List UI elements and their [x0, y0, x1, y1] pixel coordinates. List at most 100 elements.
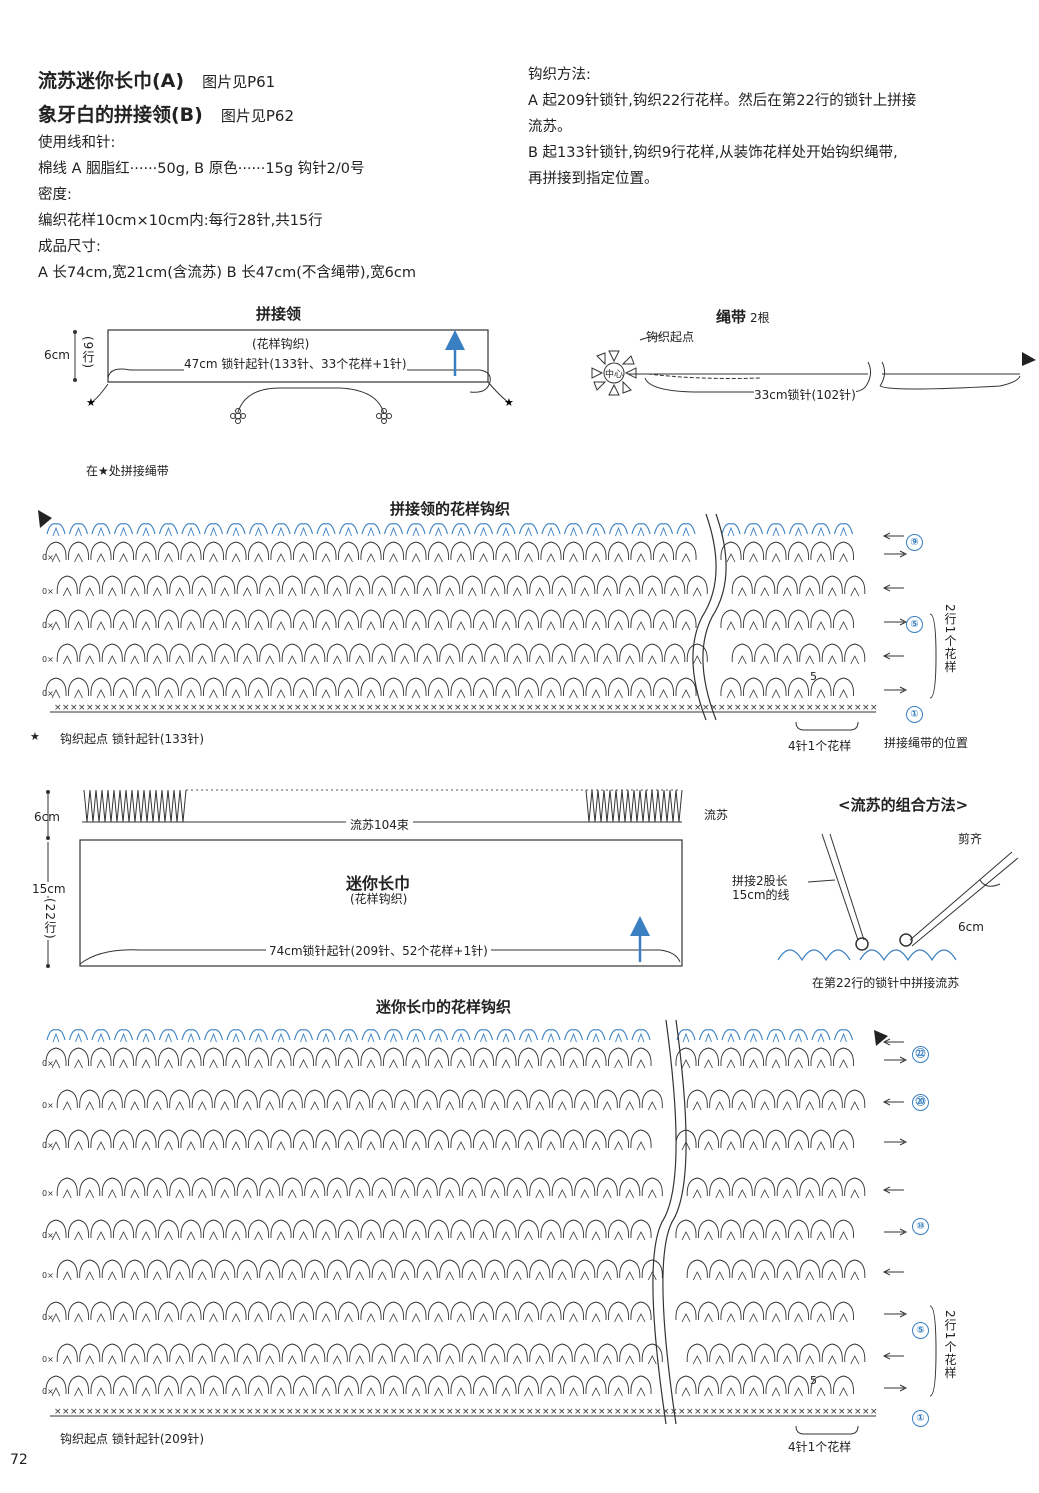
svg-text:×: ×: [822, 1407, 830, 1417]
scarf-stitch-repeat: 4针1个花样: [788, 1440, 852, 1454]
svg-text:×: ×: [310, 703, 318, 713]
svg-text:×: ×: [446, 1407, 454, 1417]
svg-text:×: ×: [622, 1407, 630, 1417]
collar-height: 6cm: [44, 348, 70, 362]
svg-text:×: ×: [614, 1407, 622, 1417]
svg-text:×: ×: [350, 1407, 358, 1417]
svg-text:×: ×: [254, 1407, 262, 1417]
method-line-1: A 起209针锁针,钩织22行花样。然后在第22行的锁针上拼接: [528, 93, 917, 109]
svg-text:×: ×: [430, 1407, 438, 1417]
svg-text:×: ×: [630, 703, 638, 713]
svg-text:×: ×: [526, 1407, 534, 1417]
collar-chart-end-triangle: [38, 510, 52, 528]
svg-text:×: ×: [294, 703, 302, 713]
svg-text:×: ×: [126, 703, 134, 713]
svg-text:×: ×: [862, 1407, 870, 1417]
scarf-start-label: 钩织起点 锁针起针(209针): [60, 1432, 205, 1446]
scarf-repeat-label: 2行1个花样: [943, 1310, 957, 1380]
fringe-caption: 在第22行的锁针中拼接流苏: [812, 976, 960, 990]
svg-text:0×: 0×: [42, 689, 54, 698]
svg-text:×: ×: [390, 1407, 398, 1417]
svg-text:×: ×: [606, 1407, 614, 1417]
svg-text:×: ×: [174, 1407, 182, 1417]
svg-text:0×: 0×: [42, 1387, 54, 1396]
svg-text:×: ×: [110, 703, 118, 713]
svg-text:×: ×: [318, 1407, 326, 1417]
collar-start-label: 钩织起点 锁针起针(133针): [60, 732, 205, 746]
svg-text:0×: 0×: [42, 1189, 54, 1198]
fringe-method-title: <流苏的组合方法>: [838, 796, 969, 814]
svg-text:×: ×: [686, 703, 694, 713]
flower-icon: [230, 408, 246, 424]
svg-text:×: ×: [846, 703, 854, 713]
svg-text:×: ×: [166, 703, 174, 713]
collar-chart-title: 拼接领的花样钩织: [390, 500, 511, 518]
fringe-label: 流苏: [704, 808, 729, 822]
svg-text:×: ×: [326, 703, 334, 713]
fringe-method-illustration: [777, 833, 1019, 962]
svg-text:×: ×: [446, 703, 454, 713]
cord-chain-label: 33cm锁针(102针): [754, 386, 856, 403]
cord-end-triangle: [1022, 352, 1036, 366]
svg-text:×: ×: [614, 703, 622, 713]
svg-text:×: ×: [694, 1407, 702, 1417]
svg-text:×: ×: [86, 1407, 94, 1417]
svg-text:0×: 0×: [42, 1141, 54, 1150]
svg-text:×: ×: [126, 1407, 134, 1417]
svg-text:×: ×: [134, 703, 142, 713]
method-line-4: 再拼接到指定位置。: [528, 171, 659, 187]
svg-text:×: ×: [270, 703, 278, 713]
svg-text:×: ×: [118, 1407, 126, 1417]
fringe-left: [83, 789, 187, 823]
svg-text:×: ×: [510, 703, 518, 713]
svg-text:×: ×: [342, 703, 350, 713]
svg-text:×: ×: [718, 703, 726, 713]
svg-text:×: ×: [662, 1407, 670, 1417]
svg-text:×: ×: [358, 1407, 366, 1417]
svg-text:×: ×: [846, 1407, 854, 1417]
collar-chain-curve: [107, 368, 491, 393]
svg-text:×: ×: [774, 1407, 782, 1417]
svg-text:×: ×: [382, 1407, 390, 1417]
svg-text:×: ×: [422, 1407, 430, 1417]
svg-text:×: ×: [510, 1407, 518, 1417]
flower-icon: [376, 408, 392, 424]
svg-text:×: ×: [334, 1407, 342, 1417]
specs-block: 使用线和针: 棉线 A 胭脂红······50g, B 原色······15g …: [38, 130, 416, 286]
svg-text:×: ×: [110, 1407, 118, 1417]
collar-chart-grid: ××××××××××××××××××××××××××××××××××××××××…: [42, 513, 937, 731]
svg-text:×: ×: [526, 703, 534, 713]
svg-text:×: ×: [238, 1407, 246, 1417]
svg-text:×: ×: [398, 703, 406, 713]
scarf-chart-grid: ××××××××××××××××××××××××××××××××××××××××…: [42, 1019, 937, 1435]
svg-text:×: ×: [494, 1407, 502, 1417]
scarf-row-20: ⑳: [912, 1090, 929, 1111]
svg-text:×: ×: [654, 703, 662, 713]
svg-text:×: ×: [870, 1407, 878, 1417]
svg-text:×: ×: [230, 1407, 238, 1417]
size-text: A 长74cm,宽21cm(含流苏) B 长47cm(不含绳带),宽6cm: [38, 265, 417, 281]
cord-start-label: 钩织起点: [646, 330, 695, 344]
cord-count: 2根: [750, 311, 770, 325]
svg-text:×: ×: [862, 703, 870, 713]
svg-text:×: ×: [230, 703, 238, 713]
scarf-row-10: ⑩: [912, 1214, 929, 1235]
method-block: 钩织方法: A 起209针锁针,钩织22行花样。然后在第22行的锁针上拼接 流苏…: [528, 62, 916, 192]
svg-text:×: ×: [678, 1407, 686, 1417]
svg-text:×: ×: [638, 1407, 646, 1417]
svg-text:×: ×: [470, 1407, 478, 1417]
svg-text:×: ×: [494, 703, 502, 713]
scarf-row-22: ㉒: [912, 1042, 929, 1063]
svg-text:×: ×: [790, 1407, 798, 1417]
svg-text:0×: 0×: [42, 1101, 54, 1110]
svg-text:×: ×: [206, 1407, 214, 1417]
svg-text:×: ×: [590, 703, 598, 713]
svg-text:×: ×: [278, 1407, 286, 1417]
svg-text:×: ×: [606, 703, 614, 713]
svg-text:×: ×: [518, 1407, 526, 1417]
scarf-chain-label: 74cm锁针起针(209针、52个花样+1针): [266, 942, 491, 959]
svg-text:×: ×: [398, 1407, 406, 1417]
svg-text:×: ×: [590, 1407, 598, 1417]
svg-text:×: ×: [638, 703, 646, 713]
svg-text:×: ×: [502, 703, 510, 713]
